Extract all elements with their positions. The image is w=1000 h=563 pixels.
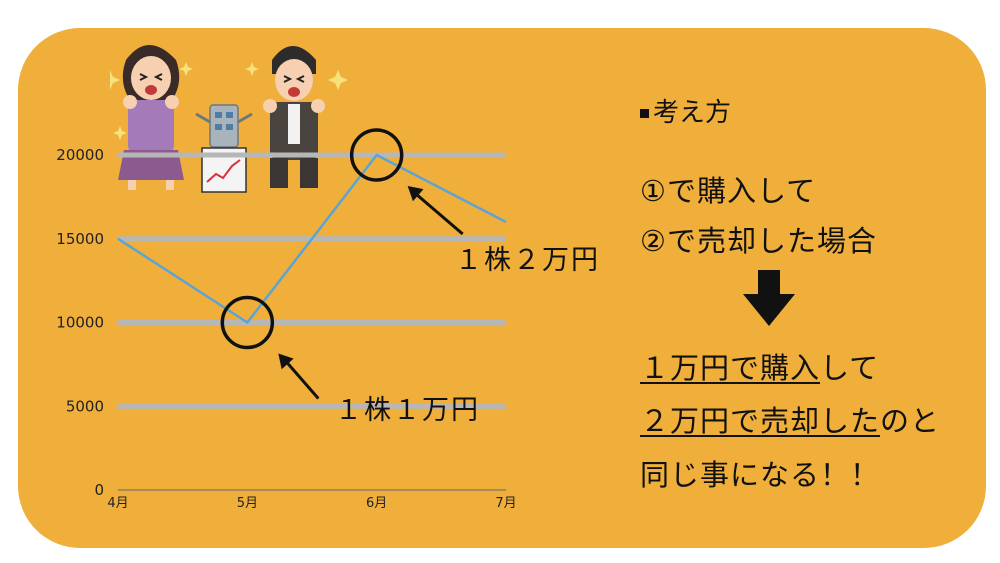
- pointer-arrow-line: [283, 358, 320, 400]
- series-line: [117, 153, 507, 325]
- down-arrow-icon: [743, 270, 795, 326]
- pointer-arrow-line: [412, 190, 464, 236]
- x-tick-label: 6月: [366, 496, 387, 511]
- y-tick-label: 5000: [66, 397, 104, 415]
- highlight-circle: [220, 295, 275, 350]
- pointer-arrows: [278, 186, 464, 400]
- man-cheering-icon: [263, 46, 325, 188]
- highlight-circle: [349, 128, 404, 182]
- result-line-2: ２万円で売却したのと: [640, 404, 941, 438]
- sparkle-icon: [110, 62, 348, 140]
- explanation-heading: 考え方: [640, 92, 731, 129]
- result-line-3: 同じ事になる！！: [640, 458, 881, 492]
- pointer-arrow-head: [407, 186, 424, 202]
- highlight-circles: [220, 128, 404, 350]
- grid-lines: [118, 152, 506, 409]
- y-tick-label: 0: [94, 481, 104, 499]
- card-background: [18, 28, 986, 548]
- axes: 0 5000 10000 15000 20000 4月 5月 6月 7月: [56, 146, 516, 511]
- step-2-text: ②で売却した場合: [640, 224, 877, 258]
- x-tick-label: 5月: [237, 496, 258, 511]
- result-line-1: １万円で購入して: [640, 351, 880, 385]
- pointer-arrow-head: [278, 353, 294, 370]
- callout-high-price: １株２万円: [455, 245, 600, 276]
- x-tick-label: 4月: [107, 496, 128, 511]
- series-polyline: [117, 153, 507, 325]
- callout-low-price: １株１万円: [335, 395, 480, 426]
- x-tick-label: 7月: [495, 496, 516, 511]
- y-tick-label: 10000: [56, 314, 104, 332]
- y-tick-label: 20000: [56, 146, 104, 164]
- square-bullet-icon: [640, 109, 649, 118]
- y-tick-label: 15000: [56, 230, 104, 248]
- step-1-text: ①で購入して: [640, 174, 817, 208]
